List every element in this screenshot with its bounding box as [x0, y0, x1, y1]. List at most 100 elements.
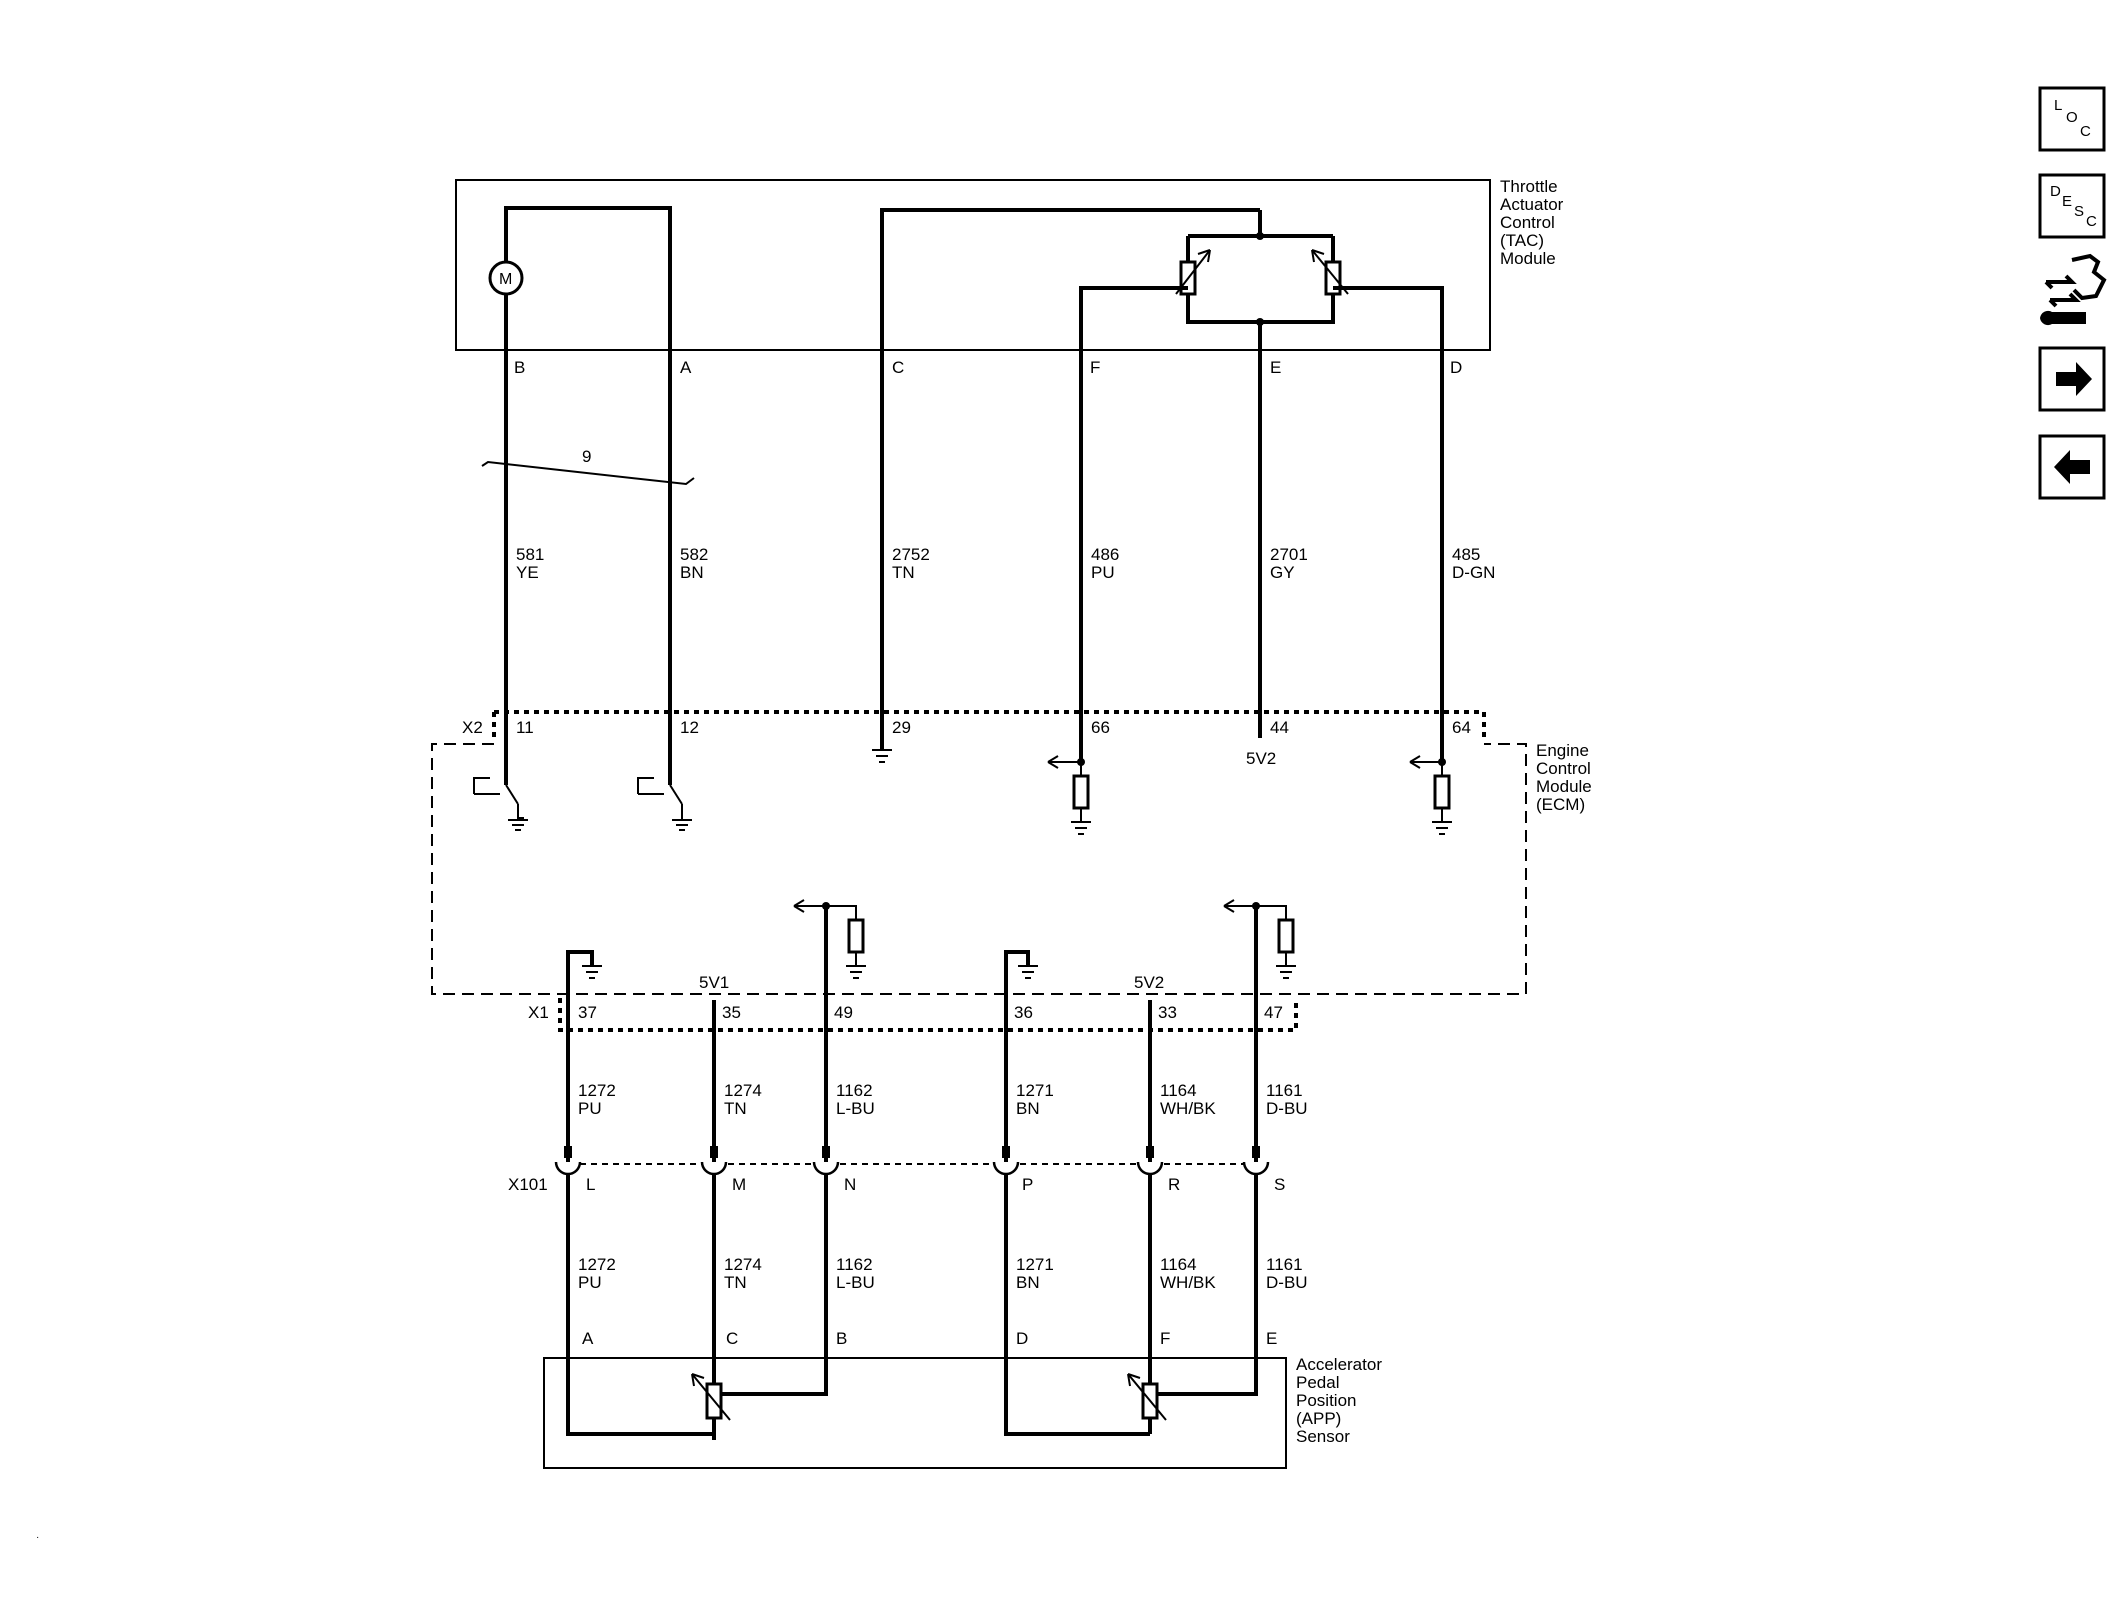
- ecm-label-line-4: (ECM): [1536, 795, 1585, 814]
- x101-terminal: [992, 1161, 1020, 1176]
- wire-1162: [714, 906, 828, 1396]
- desc-letter: E: [2062, 193, 2072, 210]
- previous-arrow-button[interactable]: [2038, 434, 2106, 500]
- tac-d-circuit: [1333, 286, 1444, 350]
- wire-label-color: BN: [1016, 1273, 1040, 1292]
- motor-symbol-letter: M: [499, 271, 512, 288]
- x2-pin: 66: [1091, 718, 1110, 737]
- x101-terminal: [812, 1161, 840, 1176]
- wire-label-circuit: 1164: [1160, 1081, 1197, 1100]
- resistor: [1072, 774, 1090, 810]
- x1-pin: 37: [578, 1003, 597, 1022]
- app-pin: A: [582, 1329, 594, 1348]
- x1-pin: 35: [722, 1003, 741, 1022]
- tac-pin-b: B: [514, 358, 525, 377]
- x101-terminal: [1136, 1161, 1164, 1176]
- wire-label-circuit: 582: [680, 545, 708, 564]
- x1-connector: X1 37 35 49 36 33 47: [528, 998, 1298, 1032]
- wire-label-circuit: 486: [1091, 545, 1119, 564]
- x101-terminal: [700, 1161, 728, 1176]
- loc-letter: L: [2054, 97, 2062, 114]
- tac-label-line-4: (TAC): [1500, 231, 1544, 250]
- wire-1161: [1150, 906, 1258, 1396]
- app-sensor-label: Accelerator Pedal Position (APP) Sensor: [1296, 1355, 1382, 1446]
- tac-module: Throttle Actuator Control (TAC) Module M…: [455, 177, 1564, 377]
- wire-1272: [566, 952, 716, 1440]
- ground-symbol: [872, 740, 892, 763]
- tac-label-line-3: Control: [1500, 213, 1555, 232]
- ecm-module: Engine Control Module (ECM): [431, 740, 1592, 1008]
- resistor: [1277, 918, 1295, 954]
- upper-wires: 9 581 YE 582 BN 2752 TN 486 PU 2701 GY 4…: [481, 350, 1495, 785]
- ecm-module-label: Engine Control Module (ECM): [1536, 741, 1592, 814]
- tac-label-line-1: Throttle: [1500, 177, 1558, 196]
- ecm-ref-5v2-upper: 5V2: [1246, 749, 1276, 768]
- ground-symbol: [1071, 821, 1091, 835]
- wire-label-circuit: 1272: [578, 1255, 616, 1274]
- app-label-line-4: (APP): [1296, 1409, 1341, 1428]
- ground-symbol: [1432, 821, 1452, 835]
- ecm-label-line-3: Module: [1536, 777, 1592, 796]
- x2-pin: 64: [1452, 718, 1471, 737]
- description-button[interactable]: D E S C: [2038, 173, 2106, 239]
- tac-module-box: [455, 179, 1491, 351]
- wire-label-color: D-GN: [1452, 563, 1495, 582]
- wire-label-color: TN: [724, 1099, 747, 1118]
- tac-pin-a: A: [680, 358, 692, 377]
- x101-pin: R: [1168, 1175, 1180, 1194]
- wire-label-circuit: 1272: [578, 1081, 616, 1100]
- x2-pin: 29: [892, 718, 911, 737]
- ecm-label-line-1: Engine: [1536, 741, 1589, 760]
- next-arrow-button[interactable]: [2038, 346, 2106, 412]
- x1-pin: 36: [1014, 1003, 1033, 1022]
- motor-driver-2: [637, 777, 692, 831]
- wire-label-color: GY: [1270, 563, 1295, 582]
- app-sensor: Accelerator Pedal Position (APP) Sensor …: [543, 1329, 1382, 1469]
- wire-label-color: L-BU: [836, 1099, 875, 1118]
- app-label-line-3: Position: [1296, 1391, 1356, 1410]
- x101-terminal: [554, 1161, 582, 1176]
- wire-label-circuit: 1161: [1266, 1081, 1303, 1100]
- wire-label-circuit: 2752: [892, 545, 930, 564]
- tac-f-circuit: [1079, 286, 1188, 350]
- wire-label-color: TN: [892, 563, 915, 582]
- loc-letter: C: [2080, 123, 2091, 140]
- connector-tools-icon[interactable]: [2040, 253, 2107, 326]
- ecm-ref-5v1: 5V1: [699, 973, 729, 992]
- desc-letter: D: [2050, 183, 2061, 200]
- motor-driver-1: [473, 777, 528, 831]
- tac-pin-d: D: [1450, 358, 1462, 377]
- wire-label-circuit: 1162: [836, 1081, 873, 1100]
- x2-pin: 44: [1270, 718, 1289, 737]
- x101-pin: S: [1274, 1175, 1285, 1194]
- ground-symbol: [846, 965, 866, 979]
- wire-label-color: YE: [516, 563, 539, 582]
- wire-label-circuit: 1162: [836, 1255, 873, 1274]
- ecm-outline: [431, 743, 1527, 995]
- location-button[interactable]: L O C: [2038, 86, 2106, 152]
- wire-label-color: PU: [578, 1099, 602, 1118]
- tac-pin-e: E: [1270, 358, 1281, 377]
- wire-label-color: BN: [1016, 1099, 1040, 1118]
- wire-label-circuit: 581: [516, 545, 544, 564]
- x2-pin: 12: [680, 718, 699, 737]
- ecm-ground-36: [1004, 950, 1038, 1008]
- signal-input-49: [793, 899, 866, 979]
- loc-letter: O: [2066, 109, 2078, 126]
- resistor: [847, 918, 865, 954]
- desc-letter: C: [2086, 213, 2097, 230]
- app1-potentiometer: [691, 1373, 731, 1421]
- arrow-left-icon: [2054, 450, 2090, 484]
- tac-pin-f: F: [1090, 358, 1100, 377]
- app-label-line-2: Pedal: [1296, 1373, 1339, 1392]
- wire-label-circuit: 1271: [1016, 1255, 1054, 1274]
- x2-connector: X2 11 12 29 66 44 64: [462, 710, 1486, 740]
- x101-connector: X101 L M N P R S: [508, 1146, 1285, 1194]
- app-label-line-1: Accelerator: [1296, 1355, 1382, 1374]
- tac-label-line-5: Module: [1500, 249, 1556, 268]
- wire-label-color: WH/BK: [1160, 1273, 1216, 1292]
- twisted-pair-symbol: [481, 460, 695, 486]
- signal-input-47: [1223, 899, 1296, 979]
